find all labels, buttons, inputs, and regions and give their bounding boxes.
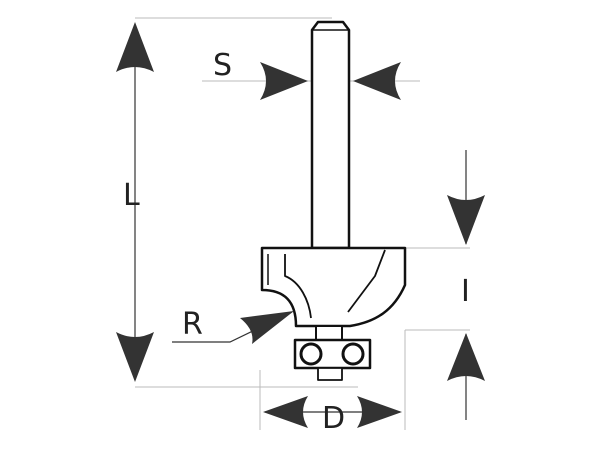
- arrowheads: [116, 22, 485, 428]
- router-bit: [260, 20, 407, 381]
- s-right-arrow: [353, 62, 401, 100]
- dimension-labels: S L R I D: [123, 48, 470, 436]
- s-left-arrow: [260, 62, 308, 100]
- shank: [310, 20, 351, 250]
- label-d: D: [322, 401, 345, 436]
- cutter-relief-line: [347, 249, 386, 313]
- d-left-arrow: [263, 396, 308, 428]
- pilot-neck: [315, 325, 343, 341]
- l-bottom-arrow: [116, 332, 154, 382]
- label-r: R: [182, 307, 203, 342]
- cutter-body: [260, 246, 407, 328]
- screw-head: [317, 367, 343, 381]
- bearing-ball-left: [299, 342, 323, 366]
- label-s: S: [213, 48, 232, 83]
- l-top-arrow: [116, 22, 154, 72]
- d-right-arrow: [357, 396, 402, 428]
- r-arrow: [240, 311, 294, 344]
- label-i: I: [461, 274, 470, 309]
- i-bottom-arrow: [447, 333, 485, 381]
- i-top-arrow: [447, 195, 485, 245]
- bearing-ball-right: [341, 342, 365, 366]
- cutter-profile-line: [284, 254, 312, 319]
- label-l: L: [123, 178, 140, 213]
